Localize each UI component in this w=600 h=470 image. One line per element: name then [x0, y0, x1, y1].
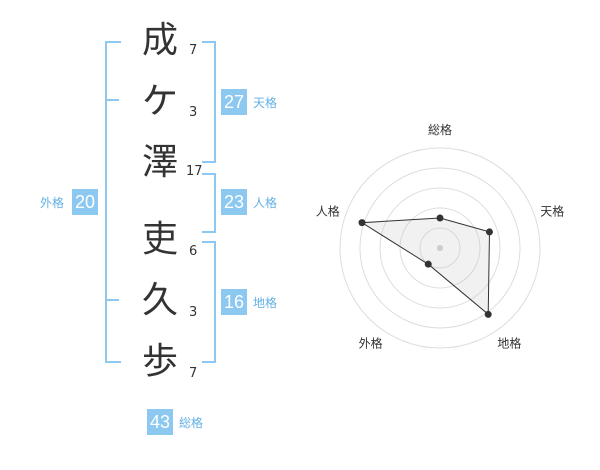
tenkaku-bracket: [202, 41, 216, 163]
gaikaku-value-badge: 20: [72, 189, 98, 215]
radar-point-3: [484, 310, 492, 318]
radar-center: [437, 245, 443, 251]
name-char-3: 澤: [141, 142, 178, 183]
radar-axis-label-5: 人格: [316, 204, 340, 219]
radar-point-1: [436, 214, 444, 222]
name-char-5: 久: [141, 280, 178, 321]
radar-ring: [339, 147, 541, 349]
stroke-count-5: 3: [189, 305, 198, 320]
name-char-4: 吏: [141, 219, 178, 260]
tenkaku-value-badge: 27: [221, 89, 247, 115]
radar-ring: [419, 227, 461, 269]
radar-grid: [339, 147, 541, 349]
radar-axis-label-4: 外格: [359, 335, 383, 350]
radar-point-5: [358, 219, 366, 227]
radar-series-polygon: [360, 217, 491, 316]
radar-ring: [399, 207, 481, 289]
chikaku-bracket: [202, 241, 216, 363]
gaikaku-bracket: [105, 41, 121, 363]
stroke-count-1: 7: [189, 43, 198, 58]
chikaku-value-badge: 16: [221, 289, 247, 315]
stroke-count-4: 6: [189, 244, 198, 259]
radar-data: [358, 214, 493, 318]
gaikaku-tick-2: [105, 99, 119, 101]
radar-ring: [359, 167, 521, 329]
jinkaku-label: 人格: [253, 196, 278, 210]
gaikaku-tick-5: [105, 299, 119, 301]
jinkaku-value-badge: 23: [221, 189, 247, 215]
name-char-1: 成: [141, 20, 178, 61]
radar-axis-label-2: 天格: [540, 204, 564, 219]
radar-axis-label-3: 地格: [497, 335, 521, 350]
jinkaku-bracket: [202, 173, 216, 233]
radar-ring: [379, 187, 501, 309]
chikaku-label: 地格: [253, 296, 278, 310]
tenkaku-label: 天格: [253, 96, 278, 110]
radar-axis-label-1: 総格: [428, 122, 452, 137]
stroke-count-2: 3: [189, 105, 198, 120]
name-char-2: ケ: [141, 81, 178, 122]
stroke-count-6: 7: [189, 366, 198, 381]
soukaku-value-badge: 43: [147, 409, 173, 435]
radar-point-4: [424, 260, 432, 268]
name-char-6: 歩: [141, 341, 178, 382]
gaikaku-label: 外格: [40, 196, 65, 210]
soukaku-label: 総格: [179, 416, 204, 430]
radar-point-2: [485, 228, 493, 236]
stroke-count-3: 17: [186, 164, 203, 179]
